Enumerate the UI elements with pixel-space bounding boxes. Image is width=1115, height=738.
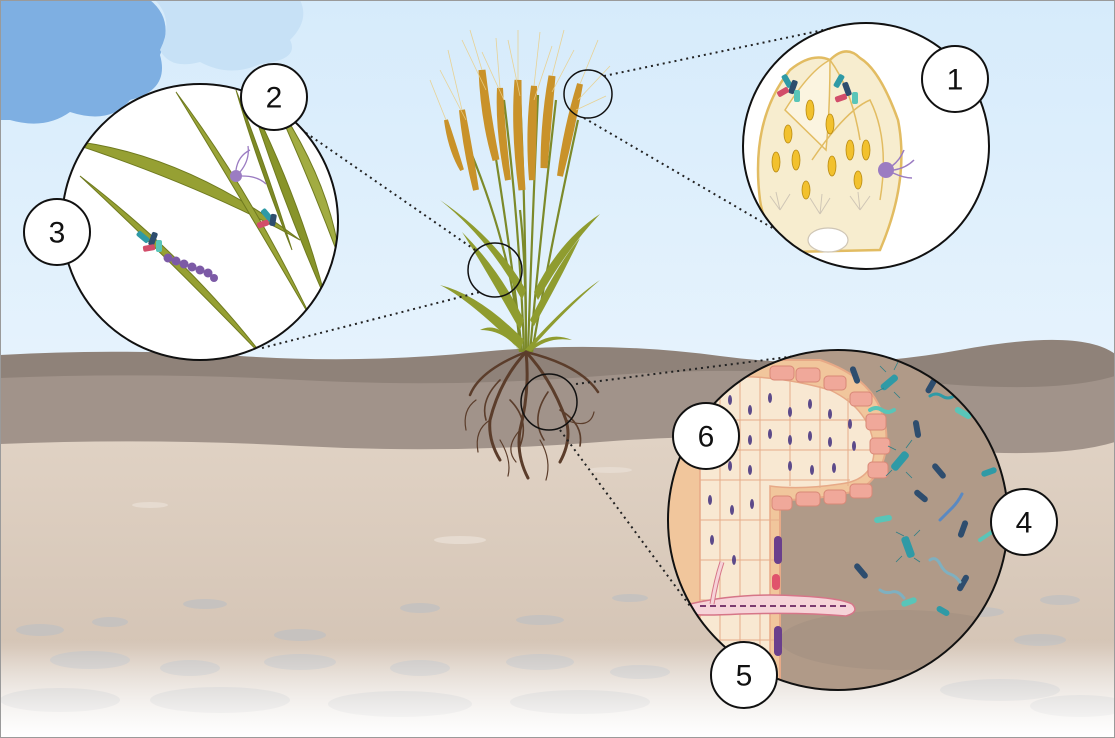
label-4: 4 <box>991 489 1057 555</box>
label-6: 6 <box>673 403 739 469</box>
label-1-text: 1 <box>947 64 964 97</box>
label-3-text: 3 <box>49 217 66 250</box>
label-5: 5 <box>711 642 777 708</box>
leaf-closeup <box>62 84 340 360</box>
label-2: 2 <box>241 64 307 130</box>
label-2-text: 2 <box>266 82 283 115</box>
label-6-text: 6 <box>698 421 715 454</box>
bottom-fade <box>0 640 1115 738</box>
label-3: 3 <box>24 199 90 265</box>
label-5-text: 5 <box>736 660 753 693</box>
label-1: 1 <box>922 46 988 112</box>
label-4-text: 4 <box>1016 507 1033 540</box>
